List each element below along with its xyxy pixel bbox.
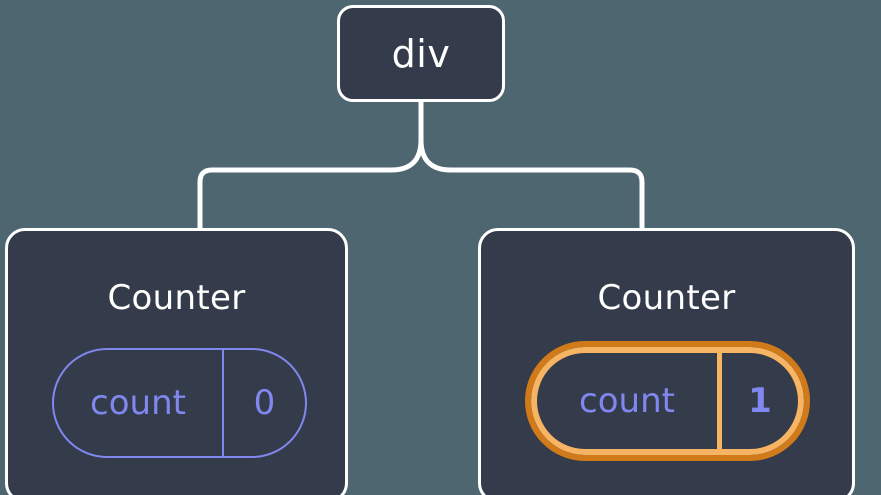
edge-to-counter-left [197,99,424,231]
node-counter-right[interactable]: Counter count 1 [478,228,855,495]
state-value-label: 0 [222,350,305,456]
state-pill-inner-ring: count 1 [531,347,804,455]
edge-to-counter-right [418,99,645,231]
node-counter-right-title: Counter [597,278,736,318]
node-div[interactable]: div [337,5,505,102]
node-counter-left-title: Counter [107,278,246,318]
node-div-label: div [391,31,451,76]
state-pill-count-right[interactable]: count 1 [525,341,810,461]
state-key-label: count [90,383,186,423]
state-pill-count-left[interactable]: count 0 [52,348,307,458]
state-value-label: 1 [717,353,798,449]
state-key-label: count [579,381,675,421]
node-counter-left[interactable]: Counter count 0 [5,228,348,495]
